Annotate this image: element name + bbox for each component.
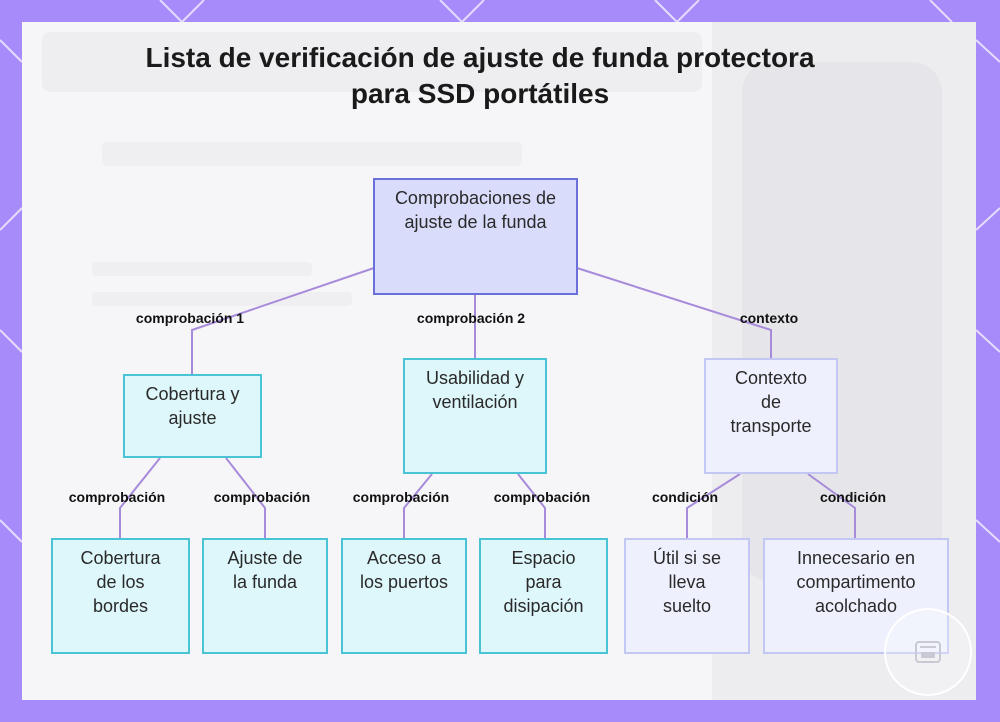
node-useful-if-loose-label: Útil si se lleva suelto	[652, 548, 721, 616]
edge-usability-ports	[403, 473, 433, 538]
edge-label-check-2: comprobación 2	[416, 310, 526, 326]
node-usability-ventilation: Usabilidad y ventilación	[403, 358, 547, 474]
edge-coverage-fit	[225, 457, 266, 538]
node-transport-context: Contexto de transporte	[704, 358, 838, 474]
node-coverage-fit: Cobertura y ajuste	[123, 374, 262, 458]
edge-coverage-edges	[119, 457, 161, 538]
edge-root-transport	[576, 267, 772, 358]
edge-label-check-a: comprobación	[68, 489, 166, 505]
node-edge-coverage-label: Cobertura de los bordes	[80, 548, 161, 616]
node-case-fit-label: Ajuste de la funda	[227, 548, 303, 592]
logo-badge-icon	[884, 608, 972, 696]
root-node-label: Comprobaciones de ajuste de la funda	[394, 188, 557, 232]
node-port-access: Acceso a los puertos	[341, 538, 467, 654]
edge-usability-heat	[517, 473, 546, 538]
edge-label-condition-a: condición	[651, 489, 719, 505]
node-case-fit: Ajuste de la funda	[202, 538, 328, 654]
edge-transport-padded	[807, 473, 856, 538]
node-edge-coverage: Cobertura de los bordes	[51, 538, 190, 654]
node-useful-if-loose: Útil si se lleva suelto	[624, 538, 750, 654]
node-usability-ventilation-label: Usabilidad y ventilación	[425, 368, 525, 412]
edge-label-check-c: comprobación	[352, 489, 450, 505]
root-node: Comprobaciones de ajuste de la funda	[373, 178, 578, 295]
node-heat-space: Espacio para disipación	[479, 538, 608, 654]
node-unneeded-padded: Innecesario en compartimento acolchado	[763, 538, 949, 654]
edge-label-context: contexto	[739, 310, 799, 326]
node-coverage-fit-label: Cobertura y ajuste	[145, 384, 240, 428]
edge-label-check-b: comprobación	[213, 489, 311, 505]
node-unneeded-padded-label: Innecesario en compartimento acolchado	[796, 548, 916, 616]
edge-label-check-1: comprobación 1	[135, 310, 245, 326]
edge-transport-loose	[686, 473, 741, 538]
node-transport-context-label: Contexto de transporte	[730, 368, 812, 436]
node-heat-space-label: Espacio para disipación	[503, 548, 584, 616]
edge-label-check-d: comprobación	[493, 489, 591, 505]
diagram-title: Lista de verificación de ajuste de funda…	[145, 42, 815, 109]
edge-root-coverage	[191, 267, 375, 374]
edge-label-condition-b: condición	[819, 489, 887, 505]
node-port-access-label: Acceso a los puertos	[359, 548, 449, 592]
